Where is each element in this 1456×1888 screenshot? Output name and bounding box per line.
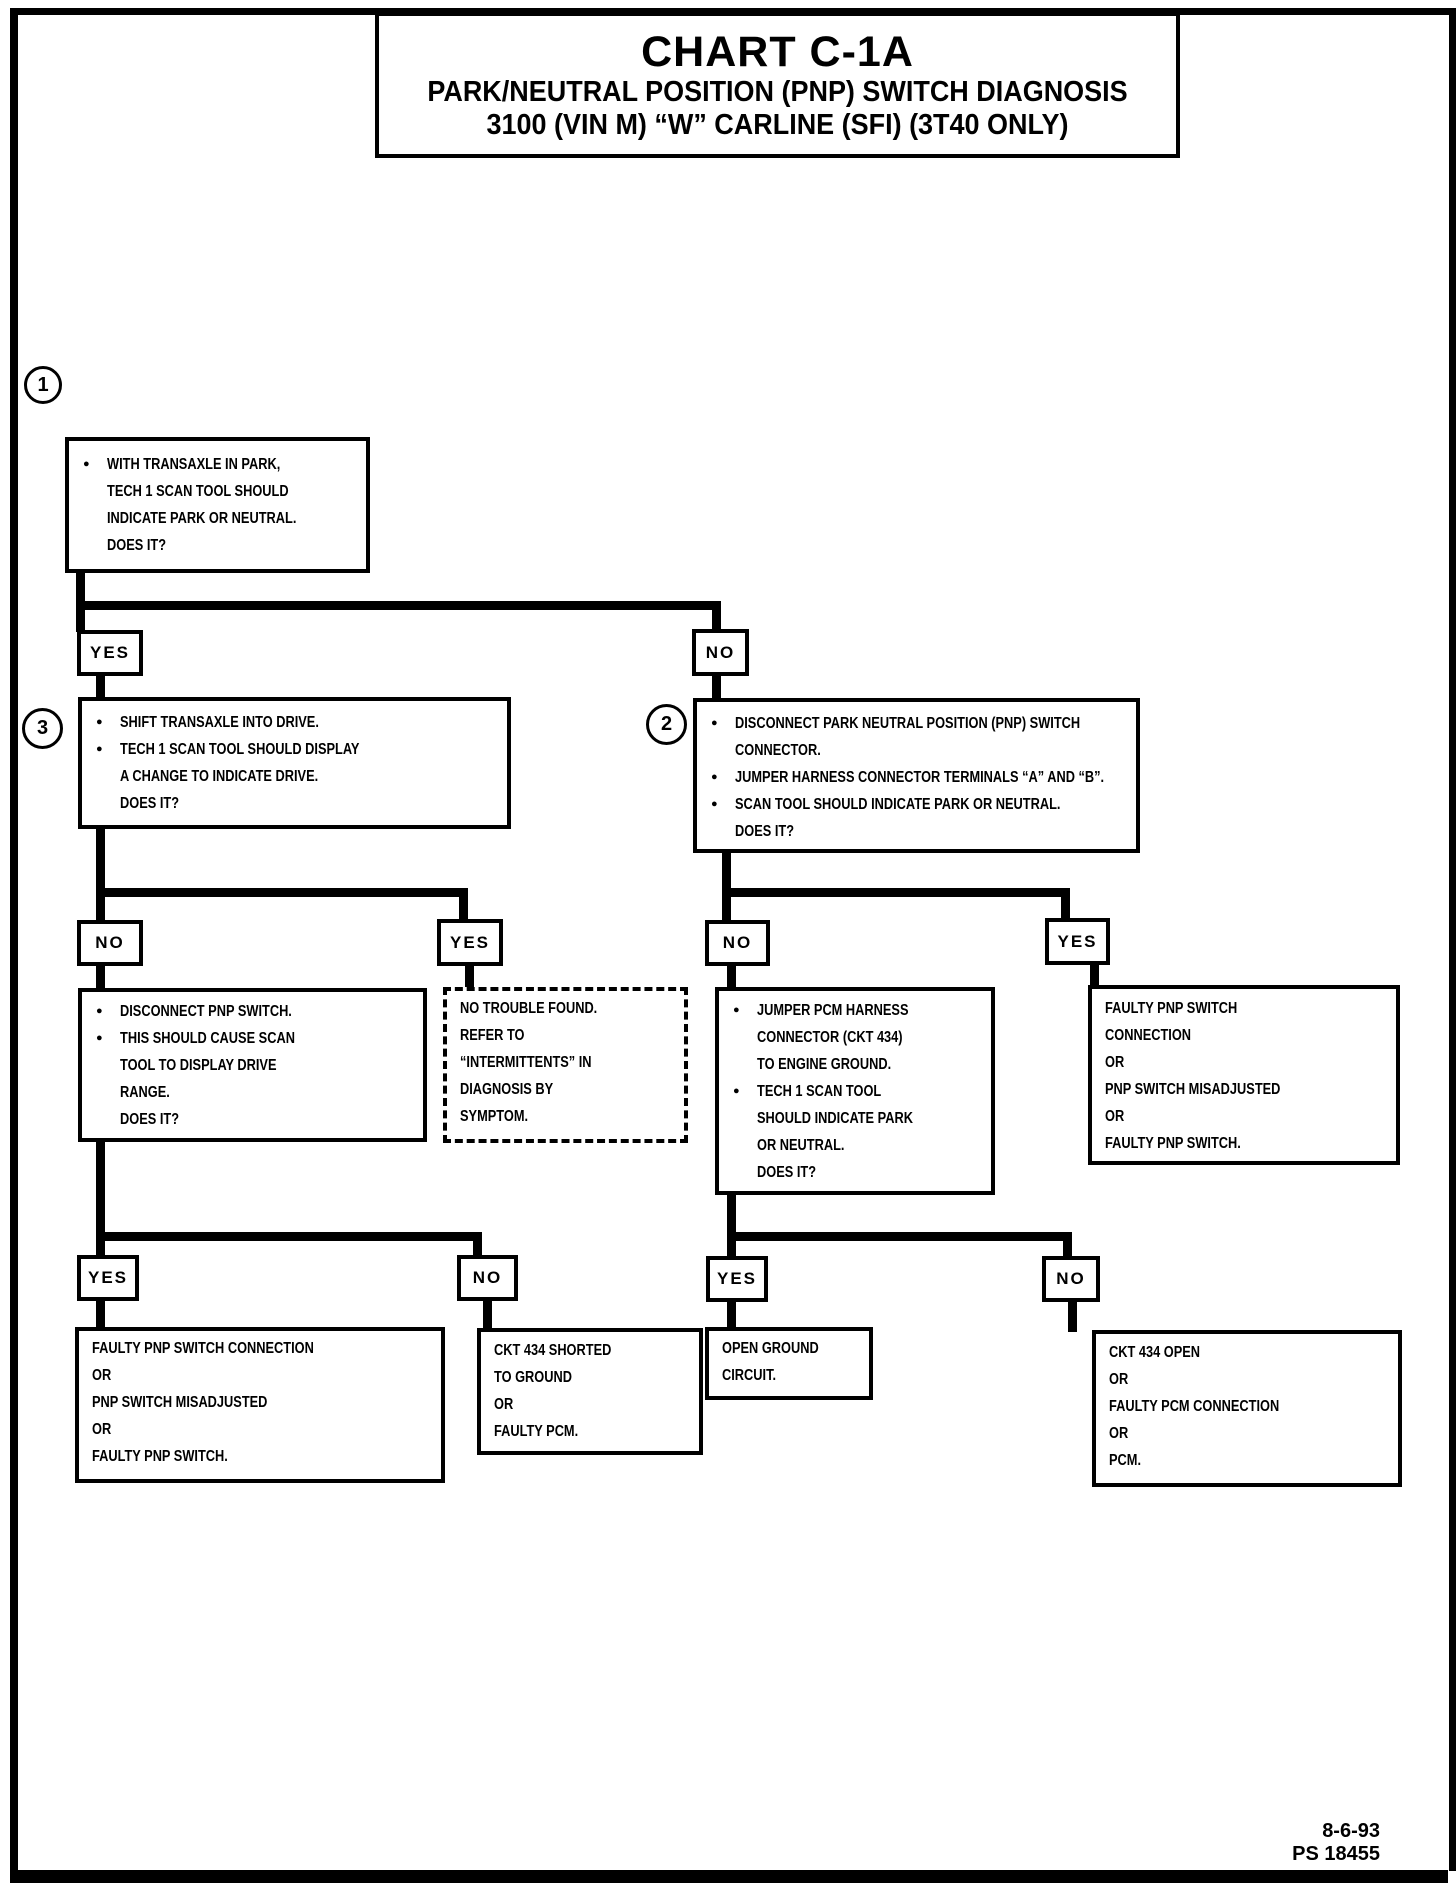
branch-label-yes: YES (1045, 918, 1110, 965)
bullet-item: ● TECH 1 SCAN TOOL SHOULD DISPLAY A CHAN… (82, 736, 507, 817)
branch-label-yes: YES (77, 630, 143, 676)
connector-line (727, 1300, 736, 1329)
bullet-icon: ● (711, 771, 718, 783)
outcome-box-ckt434-open: CKT 434 OPEN OR FAULTY PCM CONNECTION OR… (1092, 1330, 1402, 1487)
step-3-badge: 3 (22, 708, 63, 749)
connector-line (722, 851, 731, 897)
box-text: THIS SHOULD CAUSE SCAN TOOL TO DISPLAY D… (120, 1030, 295, 1128)
connector-line (712, 674, 721, 700)
box-text: OPEN GROUND CIRCUIT. (722, 1340, 819, 1384)
footer-reference: 8-6-93 PS 18455 (1140, 1820, 1380, 1866)
chart-subtitle-line1: PARK/NEUTRAL POSITION (PNP) SWITCH DIAGN… (427, 76, 1128, 108)
outcome-box-faulty-pnp-right: FAULTY PNP SWITCH CONNECTION OR PNP SWIT… (1088, 985, 1400, 1165)
connector-line (1061, 888, 1070, 920)
bullet-icon: ● (96, 716, 103, 728)
box-text: JUMPER PCM HARNESS CONNECTOR (CKT 434) T… (757, 1002, 909, 1073)
bullet-item: ● SHIFT TRANSAXLE INTO DRIVE. (82, 709, 507, 736)
branch-label-no: NO (692, 629, 749, 676)
bullet-icon: ● (83, 458, 90, 470)
bullet-item: ● DISCONNECT PARK NEUTRAL POSITION (PNP)… (697, 710, 1136, 764)
connector-line (722, 888, 731, 922)
branch-label-yes: YES (706, 1256, 768, 1302)
bullet-item: ● TECH 1 SCAN TOOL SHOULD INDICATE PARK … (719, 1078, 991, 1186)
outcome-box-open-ground: OPEN GROUND CIRCUIT. (705, 1327, 873, 1400)
connector-line (727, 964, 736, 989)
connector-line (465, 964, 474, 989)
page-border (10, 8, 1456, 1871)
box-text: SHIFT TRANSAXLE INTO DRIVE. (120, 714, 319, 731)
question-box-2: ● DISCONNECT PARK NEUTRAL POSITION (PNP)… (693, 698, 1140, 853)
step-1-badge: 1 (24, 366, 62, 404)
bullet-item: ● JUMPER PCM HARNESS CONNECTOR (CKT 434)… (719, 997, 991, 1078)
connector-line (473, 1232, 482, 1257)
box-text: CKT 434 SHORTED TO GROUND OR FAULTY PCM. (494, 1342, 612, 1440)
bullet-icon: ● (711, 798, 718, 810)
question-box-1: ● WITH TRANSAXLE IN PARK, TECH 1 SCAN TO… (65, 437, 370, 573)
connector-line (727, 1193, 736, 1259)
connector-line (96, 964, 105, 990)
branch-label-yes: YES (77, 1255, 139, 1301)
step-2-badge: 2 (646, 704, 687, 745)
connector-line (76, 601, 85, 632)
box-text: FAULTY PNP SWITCH CONNECTION OR PNP SWIT… (1105, 1000, 1281, 1152)
title-box: CHART C-1A PARK/NEUTRAL POSITION (PNP) S… (375, 12, 1180, 158)
outcome-box-faulty-pnp-bottom: FAULTY PNP SWITCH CONNECTION OR PNP SWIT… (75, 1327, 445, 1483)
box-text: NO TROUBLE FOUND. REFER TO “INTERMITTENT… (460, 1000, 598, 1125)
branch-label-yes: YES (437, 919, 503, 966)
box-text: DISCONNECT PARK NEUTRAL POSITION (PNP) S… (735, 715, 1081, 759)
connector-line (76, 601, 721, 610)
footer-date: 8-6-93 (1322, 1820, 1380, 1842)
box-text: TECH 1 SCAN TOOL SHOULD DISPLAY A CHANGE… (120, 741, 360, 812)
connector-line (1090, 963, 1099, 987)
box-text: JUMPER HARNESS CONNECTOR TERMINALS “A” A… (735, 769, 1105, 786)
connector-line (1068, 1300, 1077, 1332)
bullet-item: ● DISCONNECT PNP SWITCH. (82, 998, 423, 1025)
page-bottom-rule (10, 1870, 1448, 1883)
connector-line (76, 571, 85, 609)
connector-line (459, 888, 468, 921)
connector-line (96, 827, 105, 922)
connector-line (1063, 1232, 1072, 1258)
connector-line (96, 888, 468, 897)
bullet-item: ● JUMPER HARNESS CONNECTOR TERMINALS “A”… (697, 764, 1136, 791)
branch-label-no: NO (1042, 1256, 1100, 1302)
branch-label-no: NO (705, 920, 770, 966)
box-text: FAULTY PNP SWITCH CONNECTION OR PNP SWIT… (92, 1340, 314, 1465)
branch-label-no: NO (77, 920, 143, 966)
box-text: WITH TRANSAXLE IN PARK, TECH 1 SCAN TOOL… (107, 456, 297, 554)
bullet-icon: ● (733, 1004, 740, 1016)
bullet-item: ● SCAN TOOL SHOULD INDICATE PARK OR NEUT… (697, 791, 1136, 845)
question-box-5: ● JUMPER PCM HARNESS CONNECTOR (CKT 434)… (715, 987, 995, 1195)
bullet-icon: ● (96, 1005, 103, 1017)
bullet-icon: ● (711, 717, 718, 729)
bullet-icon: ● (733, 1085, 740, 1097)
chart-title: CHART C-1A (641, 28, 914, 76)
connector-line (96, 1232, 482, 1241)
connector-line (712, 601, 721, 631)
footer-part-number: PS 18455 (1292, 1843, 1380, 1865)
question-box-4: ● DISCONNECT PNP SWITCH. ● THIS SHOULD C… (78, 988, 427, 1142)
outcome-box-no-trouble: NO TROUBLE FOUND. REFER TO “INTERMITTENT… (443, 987, 688, 1143)
branch-label-no: NO (457, 1255, 518, 1301)
bullet-icon: ● (96, 743, 103, 755)
box-text: DISCONNECT PNP SWITCH. (120, 1003, 292, 1020)
box-text: CKT 434 OPEN OR FAULTY PCM CONNECTION OR… (1109, 1344, 1280, 1469)
connector-line (96, 1140, 105, 1259)
question-box-3: ● SHIFT TRANSAXLE INTO DRIVE. ● TECH 1 S… (78, 697, 511, 829)
bullet-icon: ● (96, 1032, 103, 1044)
box-text: SCAN TOOL SHOULD INDICATE PARK OR NEUTRA… (735, 796, 1061, 840)
box-text: TECH 1 SCAN TOOL SHOULD INDICATE PARK OR… (757, 1083, 913, 1181)
bullet-item: ● THIS SHOULD CAUSE SCAN TOOL TO DISPLAY… (82, 1025, 423, 1133)
bullet-item: ● WITH TRANSAXLE IN PARK, TECH 1 SCAN TO… (69, 451, 366, 559)
outcome-box-ckt434-shorted: CKT 434 SHORTED TO GROUND OR FAULTY PCM. (477, 1328, 703, 1455)
connector-line (727, 1232, 1072, 1241)
connector-line (722, 888, 1070, 897)
chart-subtitle-line2: 3100 (VIN M) “W” CARLINE (SFI) (3T40 ONL… (486, 109, 1069, 141)
connector-line (96, 674, 105, 699)
connector-line (483, 1299, 492, 1330)
connector-line (96, 1299, 105, 1329)
